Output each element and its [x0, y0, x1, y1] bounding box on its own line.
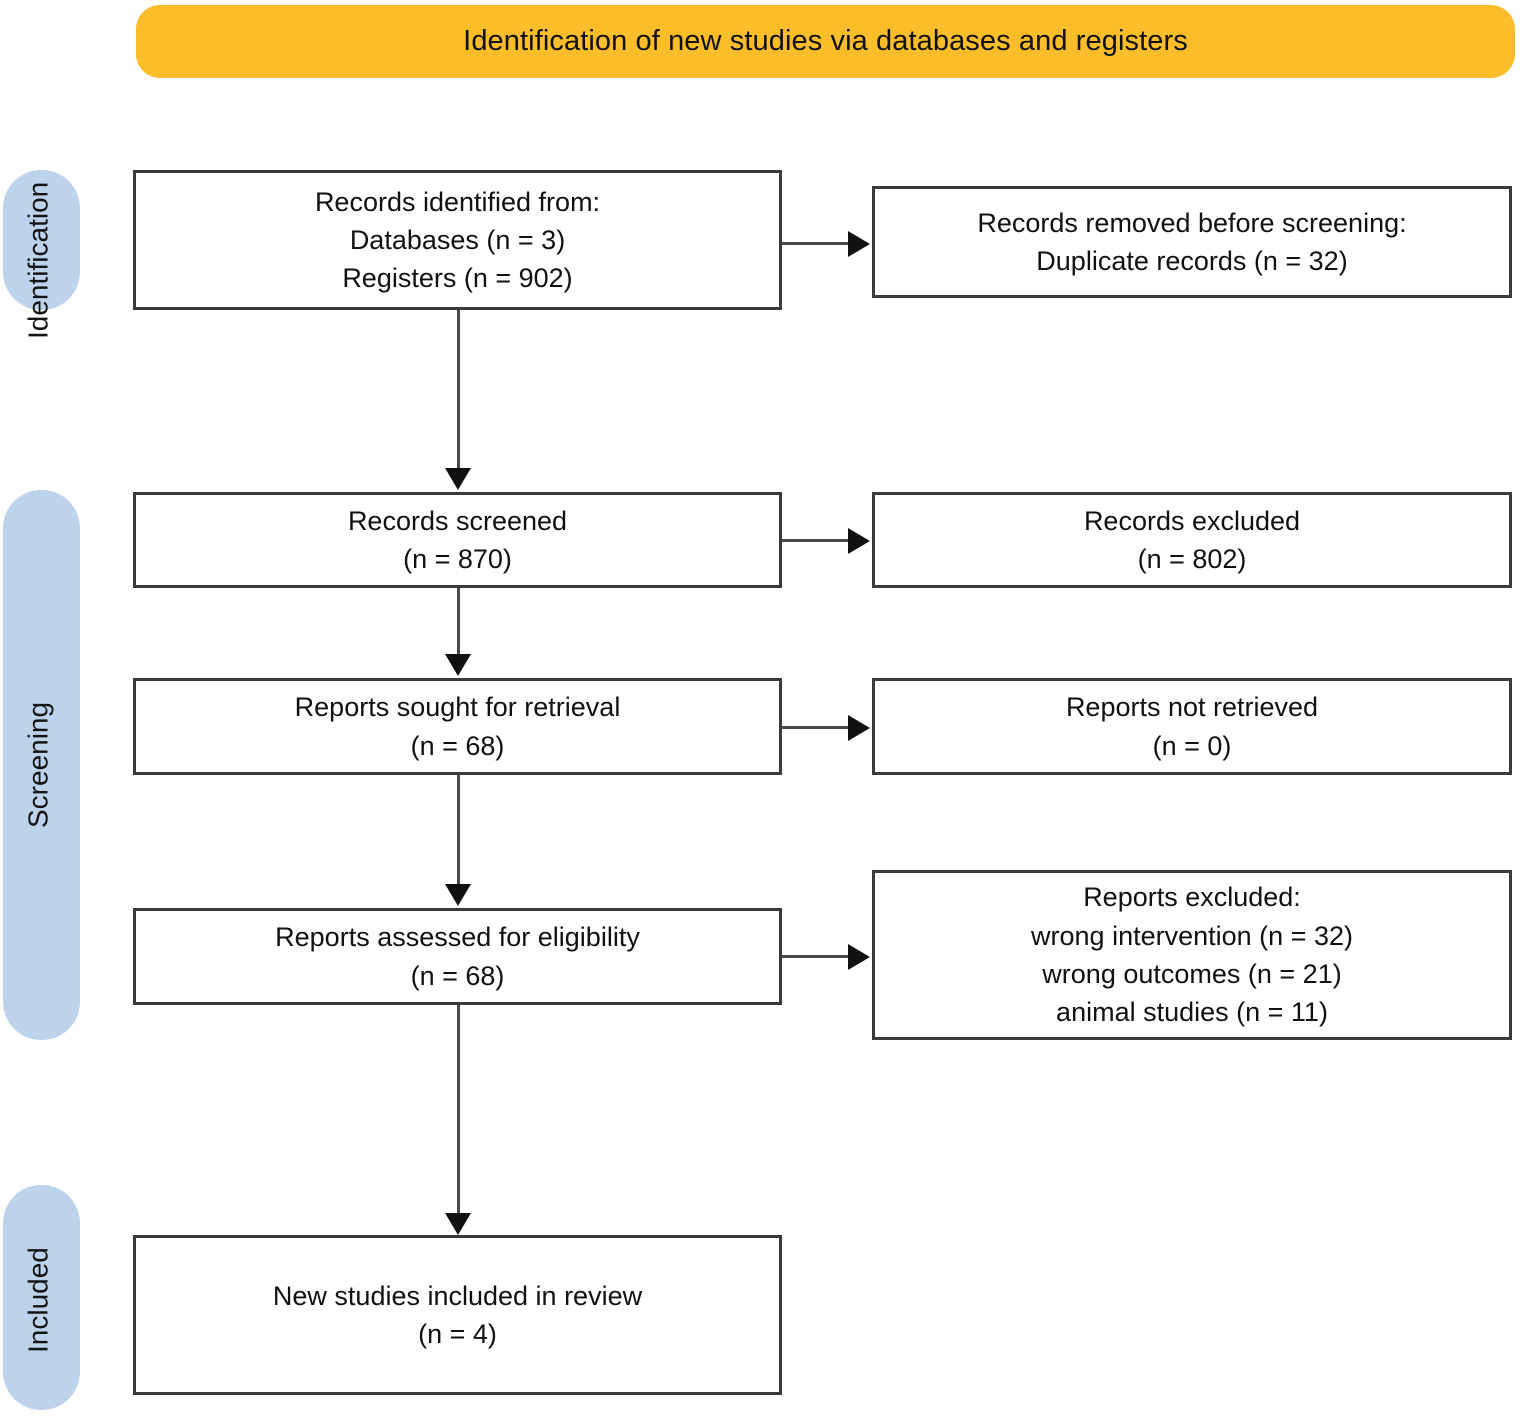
connector-sought-to-not-retrieved: [782, 726, 850, 729]
arrowhead-assessed-to-included: [445, 1213, 471, 1235]
stage-pill-included: [3, 1185, 80, 1410]
connector-assessed-to-included: [457, 1005, 460, 1215]
connector-assessed-to-excluded: [782, 955, 850, 958]
stage-pill-screening: [3, 490, 80, 1040]
diagram-title: Identification of new studies via databa…: [463, 24, 1188, 57]
arrowhead-sought-to-assessed: [445, 884, 471, 906]
stage-label-identification: Identification: [22, 181, 54, 339]
arrowhead-identified-to-screened: [445, 468, 471, 490]
node-reports-assessed: Reports assessed for eligibility (n = 68…: [133, 908, 782, 1005]
node-records-identified: Records identified from: Databases (n = …: [133, 170, 782, 310]
node-reports-not-retrieved: Reports not retrieved (n = 0): [872, 678, 1512, 775]
connector-identified-to-screened: [457, 310, 460, 470]
connector-screened-to-excluded: [782, 539, 850, 542]
node-reports-excluded: Reports excluded: wrong intervention (n …: [872, 870, 1512, 1040]
arrowhead-sought-to-not-retrieved: [848, 715, 870, 741]
arrowhead-assessed-to-excluded: [848, 944, 870, 970]
stage-label-included: Included: [22, 1247, 54, 1353]
connector-screened-to-sought: [457, 588, 460, 656]
arrowhead-screened-to-excluded: [848, 528, 870, 554]
node-records-excluded: Records excluded (n = 802): [872, 492, 1512, 588]
node-records-screened: Records screened (n = 870): [133, 492, 782, 588]
node-new-studies-included: New studies included in review (n = 4): [133, 1235, 782, 1395]
diagram-header-banner: Identification of new studies via databa…: [136, 5, 1515, 78]
stage-pill-identification: [3, 170, 80, 310]
connector-sought-to-assessed: [457, 775, 460, 885]
connector-identified-to-removed: [782, 242, 850, 245]
arrowhead-screened-to-sought: [445, 654, 471, 676]
node-records-removed: Records removed before screening: Duplic…: [872, 186, 1512, 298]
arrowhead-identified-to-removed: [848, 231, 870, 257]
node-reports-sought: Reports sought for retrieval (n = 68): [133, 678, 782, 775]
stage-label-screening: Screening: [22, 701, 54, 829]
